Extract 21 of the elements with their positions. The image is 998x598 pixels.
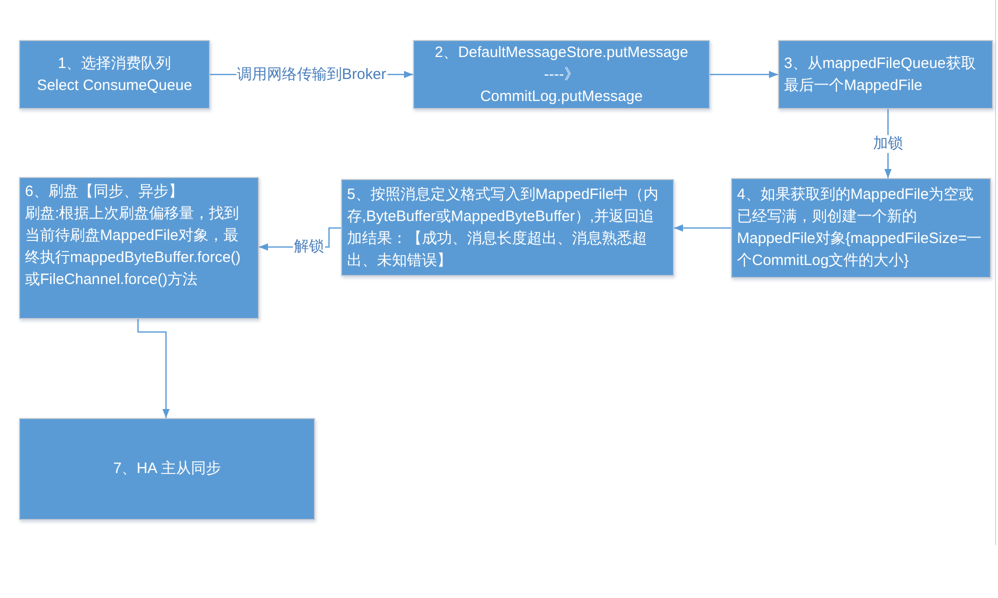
process-box xyxy=(19,177,259,319)
step-text: 3、从mappedFileQueue获取最后一个MappedFile xyxy=(784,54,977,96)
step-text: 1、选择消费队列 Select ConsumeQueue xyxy=(36,54,192,96)
step-description: 刷盘:根据上次刷盘偏移量，找到当前待刷盘MappedFile对象，最终执行mappedByteBuffer.force()或FileChannel.force()方法 xyxy=(25,204,242,290)
step-text: 5、按照消息定义格式写入到MappedFile中（内存,ByteBuffer或MappedByteBuffer）,并返回追加结果：【成功、消息长度超出、消息熟悉超出、未知错误】 xyxy=(347,184,660,270)
process-box xyxy=(778,40,993,109)
process-box xyxy=(731,178,991,278)
process-box xyxy=(19,40,210,109)
step-text: 2、DefaultMessageStore.putMessage ----》 CommitLog.putMessage xyxy=(434,42,688,106)
process-box xyxy=(413,40,710,109)
step-heading: 6、刷盘【同步、异步】 xyxy=(25,182,184,202)
edge-label: 解锁 xyxy=(293,238,325,256)
arrow xyxy=(137,319,170,418)
process-box xyxy=(19,418,315,520)
step-text: 4、如果获取到的MappedFile为空或已经写满，则创建一个新的MappedFile对象{mappedFileSize=一个CommitLog文件的大小} xyxy=(737,185,983,271)
arrow xyxy=(674,224,731,232)
arrow xyxy=(710,70,778,78)
process-box xyxy=(341,179,674,276)
edge-label: 调用网络传输到Broker xyxy=(236,66,388,84)
step-text: 7、HA 主从同步 xyxy=(113,459,221,479)
edge-label: 加锁 xyxy=(872,135,904,153)
